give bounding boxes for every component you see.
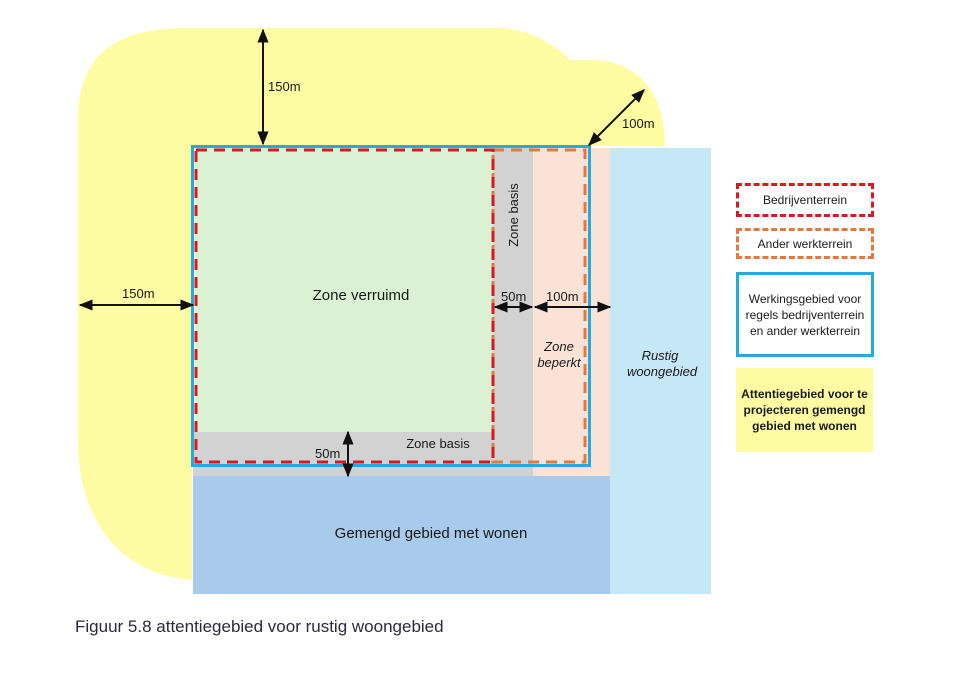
zone-beperkt-label-line1: Zone	[543, 339, 574, 354]
dimension-label-right-50: 50m	[501, 289, 526, 304]
dimension-label-right-100: 100m	[546, 289, 579, 304]
gemengd-gebied-area	[193, 476, 610, 594]
legend-attentiegebied-label: Attentiegebied voor te projecteren gemen…	[741, 387, 868, 433]
rustig-woongebied-area	[610, 148, 711, 594]
zone-verruimd-area	[195, 148, 493, 432]
dimension-label-top: 150m	[268, 79, 301, 94]
zone-beperkt-area	[533, 148, 610, 476]
attentiegebied-area	[78, 28, 665, 580]
zone-basis-horizontal-label: Zone basis	[406, 436, 470, 451]
dimension-arrow-corner	[588, 89, 645, 146]
legend-bedrijventerrein: Bedrijventerrein	[736, 183, 874, 217]
zone-verruimd-label: Zone verruimd	[313, 287, 410, 304]
dimension-label-left: 150m	[122, 286, 155, 301]
legend-werkingsgebied: Werkingsgebied voor regels bedrijventerr…	[736, 272, 874, 357]
legend-bedrijventerrein-label: Bedrijventerrein	[762, 193, 848, 207]
dimension-label-corner: 100m	[622, 116, 655, 131]
zone-basis-horizontal-area	[193, 432, 533, 476]
gemengd-gebied-label: Gemengd gebied met wonen	[335, 525, 528, 542]
zone-basis-vertical-label: Zone basis	[506, 183, 521, 247]
legend-ander-werkterrein: Ander werkterrein	[736, 228, 874, 259]
legend-ander-werkterrein-label: Ander werkterrein	[757, 236, 853, 251]
zone-beperkt-label-line2: beperkt	[537, 355, 582, 370]
figure-caption: Figuur 5.8 attentiegebied voor rustig wo…	[75, 617, 444, 636]
legend-attentiegebied: Attentiegebied voor te projecteren gemen…	[736, 368, 873, 452]
rustig-woongebied-label-line2: woongebied	[627, 364, 698, 379]
dimension-label-bottom-50: 50m	[315, 446, 340, 461]
rustig-woongebied-label-line1: Rustig	[642, 348, 680, 363]
legend-werkingsgebied-label: Werkingsgebied voor regels bedrijventerr…	[745, 291, 865, 338]
